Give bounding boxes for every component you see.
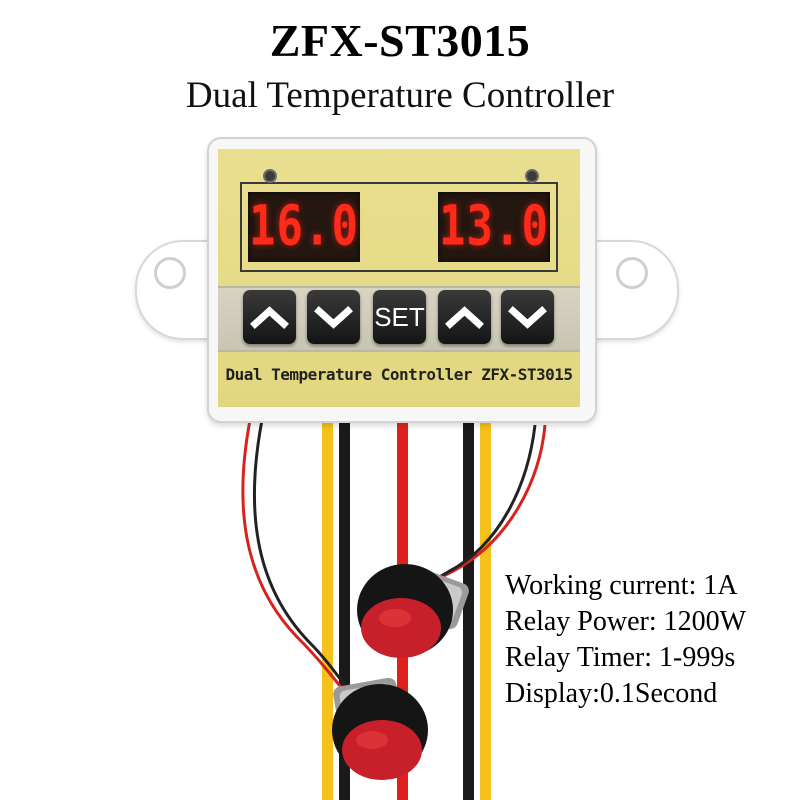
specifications-list: Working current: 1A Relay Power: 1200W R… [505, 568, 746, 712]
temperature-display-left: 16.0 [248, 192, 360, 262]
set-button[interactable]: SET [373, 290, 426, 344]
spec-relay-timer: Relay Timer: 1-999s [505, 642, 736, 673]
spec-display: Display:0.1Second [505, 678, 718, 709]
relay-indicator-led-right [525, 169, 539, 183]
push-button-upper [357, 564, 469, 658]
mounting-hole-right [616, 257, 648, 289]
chevron-up-icon [445, 306, 484, 329]
up-button-right[interactable] [438, 290, 491, 344]
product-name-subtitle: Dual Temperature Controller [185, 75, 615, 116]
display-left-value: 16.0 [249, 194, 359, 259]
black-wire-right [463, 418, 474, 800]
relay-indicator-led-left [263, 169, 277, 183]
probe-wire-red-left [241, 419, 356, 702]
mounting-hole-left [154, 257, 186, 289]
panel-label: Dual Temperature Controller ZFX-ST3015 [225, 365, 573, 384]
push-button-lower [332, 677, 428, 780]
chevron-down-icon [314, 306, 353, 329]
display-right-value: 13.0 [439, 194, 549, 259]
black-wire-left [339, 418, 350, 800]
display-frame [240, 182, 558, 272]
set-button-label: SET [374, 302, 425, 332]
probe-wire-black-left [252, 419, 361, 702]
chevron-down-icon [508, 306, 547, 329]
spec-relay-power: Relay Power: 1200W [505, 606, 747, 637]
down-button-right[interactable] [501, 290, 554, 344]
product-model-title: ZFX-ST3015 [269, 15, 531, 66]
yellow-wire-left [322, 418, 333, 800]
down-button-left[interactable] [307, 290, 360, 344]
yellow-wire-right [480, 418, 491, 800]
spec-working-current: Working current: 1A [505, 570, 738, 601]
temperature-display-right: 13.0 [438, 192, 550, 262]
chevron-up-icon [250, 306, 289, 329]
up-button-left[interactable] [243, 290, 296, 344]
